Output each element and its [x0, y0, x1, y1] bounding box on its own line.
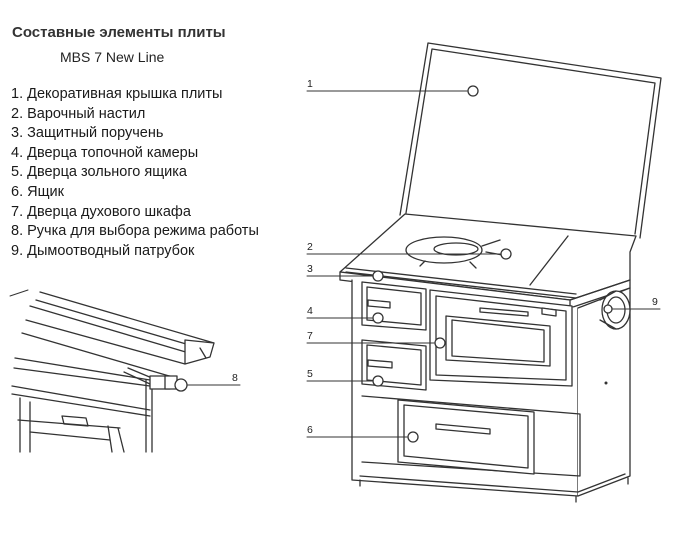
callout-label-4: 4 [307, 305, 313, 317]
detail-inset [9, 289, 215, 453]
legend-item-3: 3. Защитный поручень [11, 125, 164, 142]
callout-6: 6 [306, 424, 419, 443]
callout-label-6: 6 [307, 424, 313, 436]
model-name: MBS 7 New Line [60, 49, 165, 65]
stove-drawing [339, 42, 662, 503]
callout-7: 7 [306, 330, 446, 349]
callout-label-7: 7 [307, 330, 313, 342]
legend-item-7: 7. Дверца духового шкафа [11, 203, 191, 220]
callout-2: 2 [306, 241, 512, 260]
legend-item-8: 8. Ручка для выбора режима работы [11, 223, 259, 240]
callout-4: 4 [306, 305, 384, 324]
callout-label-9: 9 [652, 296, 658, 308]
legend-item-2: 2. Варочный настил [11, 105, 146, 122]
callout-label-5: 5 [307, 368, 313, 380]
callout-5: 5 [306, 368, 384, 387]
callout-label-2: 2 [307, 241, 313, 253]
callout-label-3: 3 [307, 263, 313, 275]
callout-9: 9 [603, 296, 661, 314]
legend-item-5: 5. Дверца зольного ящика [11, 164, 187, 181]
callout-1: 1 [306, 78, 479, 97]
callout-label-1: 1 [307, 78, 313, 90]
legend-item-9: 9. Дымоотводный патрубок [11, 242, 195, 259]
parts-legend: 1. Декоративная крышка плиты 2. Варочный… [11, 85, 259, 261]
callout-3: 3 [306, 263, 384, 282]
callout-label-8: 8 [232, 372, 238, 384]
callout-8: 8 [186, 372, 241, 386]
diagram-title: Составные элементы плиты [12, 24, 226, 41]
legend-item-4: 4. Дверца топочной камеры [11, 144, 199, 161]
legend-item-6: 6. Ящик [11, 183, 64, 200]
legend-item-1: 1. Декоративная крышка плиты [11, 86, 223, 102]
